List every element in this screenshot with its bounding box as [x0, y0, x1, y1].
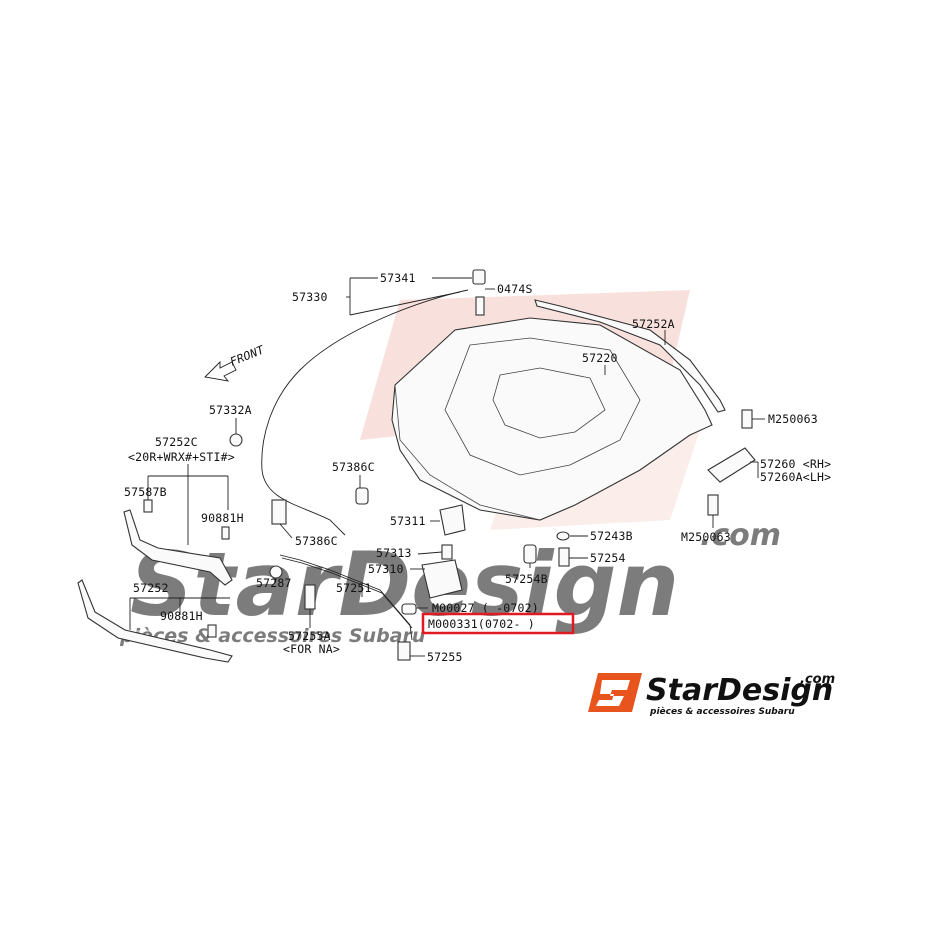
label-m250063-top: M250063	[768, 412, 818, 426]
nut-90881h-upper	[221, 526, 230, 540]
front-arrow-icon	[204, 360, 237, 382]
label-m00027: M00027 ( -0702)	[432, 601, 539, 615]
logo-brand: StarDesign	[646, 673, 833, 708]
label-0474s: 0474S	[497, 282, 533, 296]
label-57255a: 57255A	[288, 629, 331, 643]
bumper-57332a	[229, 433, 243, 447]
label-57260: 57260 <RH>	[760, 457, 831, 471]
label-57251: 57251	[336, 581, 372, 595]
fastener-57341	[472, 269, 486, 285]
support-rod-57251-edge	[281, 557, 413, 629]
watermark-domain: .com	[700, 518, 781, 553]
label-57254: 57254	[590, 551, 626, 565]
label-57260a: 57260A<LH>	[760, 470, 831, 484]
logo-badge	[588, 673, 642, 712]
label-57255: 57255	[427, 650, 463, 664]
label-57386c-lower: 57386C	[295, 534, 338, 548]
front-direction-indicator: FRONT	[204, 342, 267, 382]
label-57311: 57311	[390, 514, 426, 528]
seal-57252c	[123, 509, 233, 586]
label-57255a-note: <FOR NA>	[283, 642, 340, 656]
buffer-57254b	[523, 544, 537, 564]
holder-57255a	[304, 584, 316, 610]
label-57252: 57252	[133, 581, 169, 595]
hood-panel	[391, 317, 713, 521]
label-90881h-upper: 90881H	[201, 511, 244, 525]
cushion-57243b	[556, 531, 570, 541]
bolt-0474s	[475, 296, 485, 316]
label-57313: 57313	[376, 546, 412, 560]
latch-57310	[421, 559, 463, 599]
bolt-m250063-bottom	[707, 494, 719, 516]
front-label: FRONT	[228, 342, 267, 369]
support-rod-57251	[279, 554, 413, 641]
stardesign-logo: StarDesign .com pièces & accessoires Sub…	[588, 672, 835, 717]
label-57330: 57330	[292, 290, 328, 304]
clip-57386c-upper	[355, 487, 369, 505]
label-m250063-bottom: M250063	[681, 530, 731, 544]
logo-sj-mark-icon	[596, 680, 630, 706]
label-57341: 57341	[380, 271, 416, 285]
label-57332a: 57332A	[209, 403, 252, 417]
bolt-m250063-top	[741, 409, 753, 429]
hinge-57260	[707, 447, 756, 483]
label-57287: 57287	[256, 576, 292, 590]
clip-57587b	[143, 499, 153, 513]
label-90881h-lower: 90881H	[160, 609, 203, 623]
buffer-57254	[558, 547, 570, 567]
label-m000331: M000331(0702- )	[428, 617, 535, 631]
label-57243b: 57243B	[590, 529, 633, 543]
leader-lines	[129, 277, 765, 657]
label-57252c-note: <20R+WRX#+STI#>	[128, 450, 235, 464]
label-57386c-upper: 57386C	[332, 460, 375, 474]
watermark-tagline: pièces & accessoires Subaru	[119, 625, 425, 647]
bolt-57313	[441, 544, 453, 560]
holder-57255	[397, 641, 411, 661]
part-labels: 57341 57330 0474S 57252A 57220 57332A M2…	[124, 271, 831, 664]
logo-domain: .com	[800, 672, 835, 687]
label-57310: 57310	[368, 562, 404, 576]
weatherstrip-57252a	[534, 299, 726, 413]
label-57252c: 57252C	[155, 435, 198, 449]
logo-tagline: pièces & accessoires Subaru	[649, 706, 795, 717]
nut-90881h-lower	[207, 624, 217, 638]
label-57252a: 57252A	[632, 317, 675, 331]
seal-57252	[77, 579, 233, 663]
clip-57386c-lower	[271, 499, 287, 525]
bolt-m00027	[401, 603, 417, 615]
striker-57311	[439, 504, 466, 536]
hardware	[143, 269, 756, 661]
label-57254b: 57254B	[505, 572, 548, 586]
label-57220: 57220	[582, 351, 618, 365]
highlight-box	[421, 612, 575, 635]
label-57587b: 57587B	[124, 485, 167, 499]
